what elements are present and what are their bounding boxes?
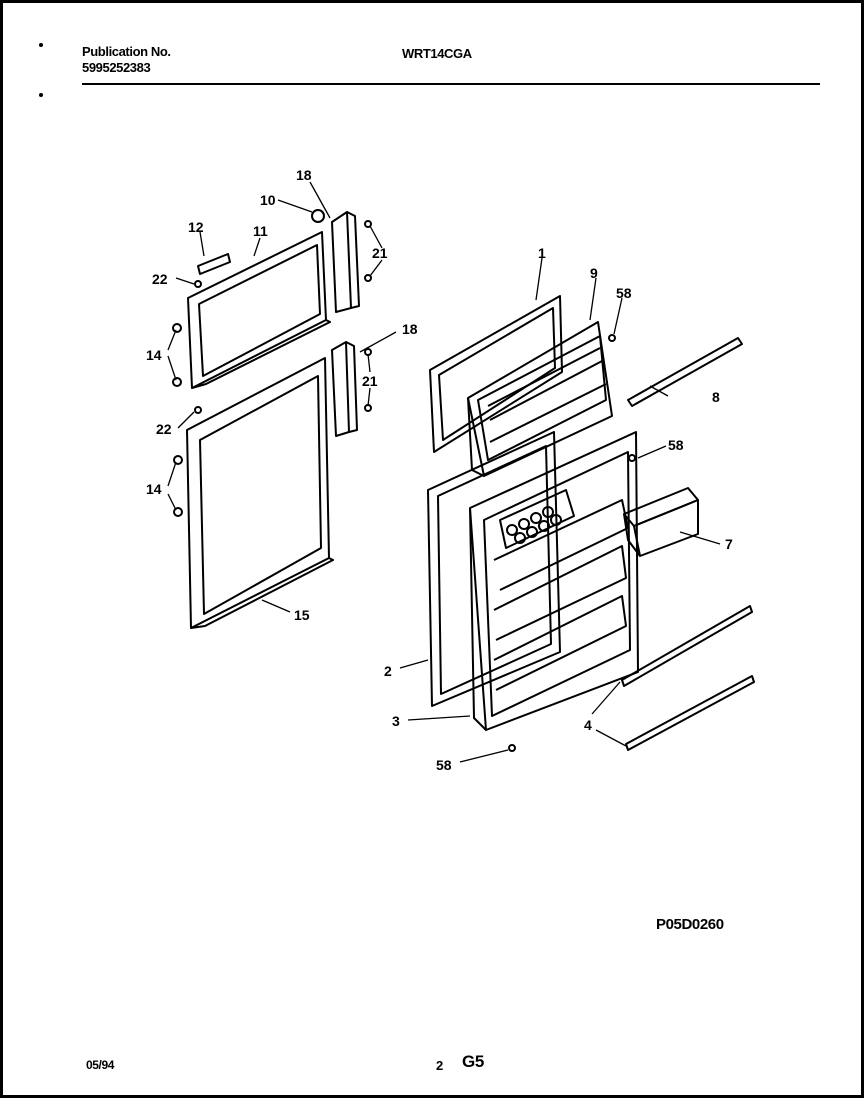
callout-label: 18 [402, 321, 418, 337]
callout-label: 8 [712, 389, 720, 405]
fresh-food-liner-part [186, 357, 334, 629]
gasket-strip-part [197, 253, 231, 275]
callout-label: 3 [392, 713, 400, 729]
door-bar-lower-a-part [621, 605, 753, 687]
callout-label: 4 [584, 717, 592, 733]
callout-label: 14 [146, 347, 162, 363]
model-number: WRT14CGA [402, 46, 472, 61]
cap-part [311, 209, 325, 223]
hinge-bracket-upper-part [331, 211, 360, 313]
door-bar-upper-part [627, 337, 743, 407]
callout-label: 18 [296, 167, 312, 183]
footer-date: 05/94 [86, 1058, 115, 1072]
callout-label: 12 [188, 219, 204, 235]
drawing-code: P05D0260 [656, 916, 724, 933]
freezer-door-liner-part [187, 231, 331, 389]
callout-label: 7 [725, 536, 733, 552]
hinge-bracket-lower-part [331, 341, 358, 437]
callout-label: 58 [668, 437, 684, 453]
callout-label: 22 [156, 421, 172, 437]
footer-page-number: 2 [436, 1058, 443, 1073]
callout-label: 14 [146, 481, 162, 497]
door-bar-lower-b-part [625, 675, 755, 751]
registration-mark [39, 43, 43, 47]
callout-label: 22 [152, 271, 168, 287]
callout-label: 10 [260, 192, 276, 208]
callout-label: 58 [436, 757, 452, 773]
callout-label: 9 [590, 265, 598, 281]
callout-label: 58 [616, 285, 632, 301]
freezer-door-gasket-part [429, 295, 563, 453]
dairy-bin-part [623, 487, 699, 557]
callout-label: 15 [294, 607, 310, 623]
callout-label: 21 [362, 373, 378, 389]
callout-label: 1 [538, 245, 546, 261]
header-rule [82, 83, 820, 85]
callout-label: 21 [372, 245, 388, 261]
publication-label: Publication No. [82, 44, 171, 59]
egg-tray-part [499, 489, 575, 549]
registration-mark [39, 93, 43, 97]
publication-number: 5995252383 [82, 60, 151, 75]
fresh-food-gasket-part [427, 431, 561, 707]
fresh-food-inner-door-part [469, 431, 639, 731]
footer-section-code: G5 [462, 1052, 484, 1071]
callout-label: 11 [253, 223, 268, 239]
callout-label: 2 [384, 663, 392, 679]
freezer-inner-door-part [467, 321, 613, 477]
